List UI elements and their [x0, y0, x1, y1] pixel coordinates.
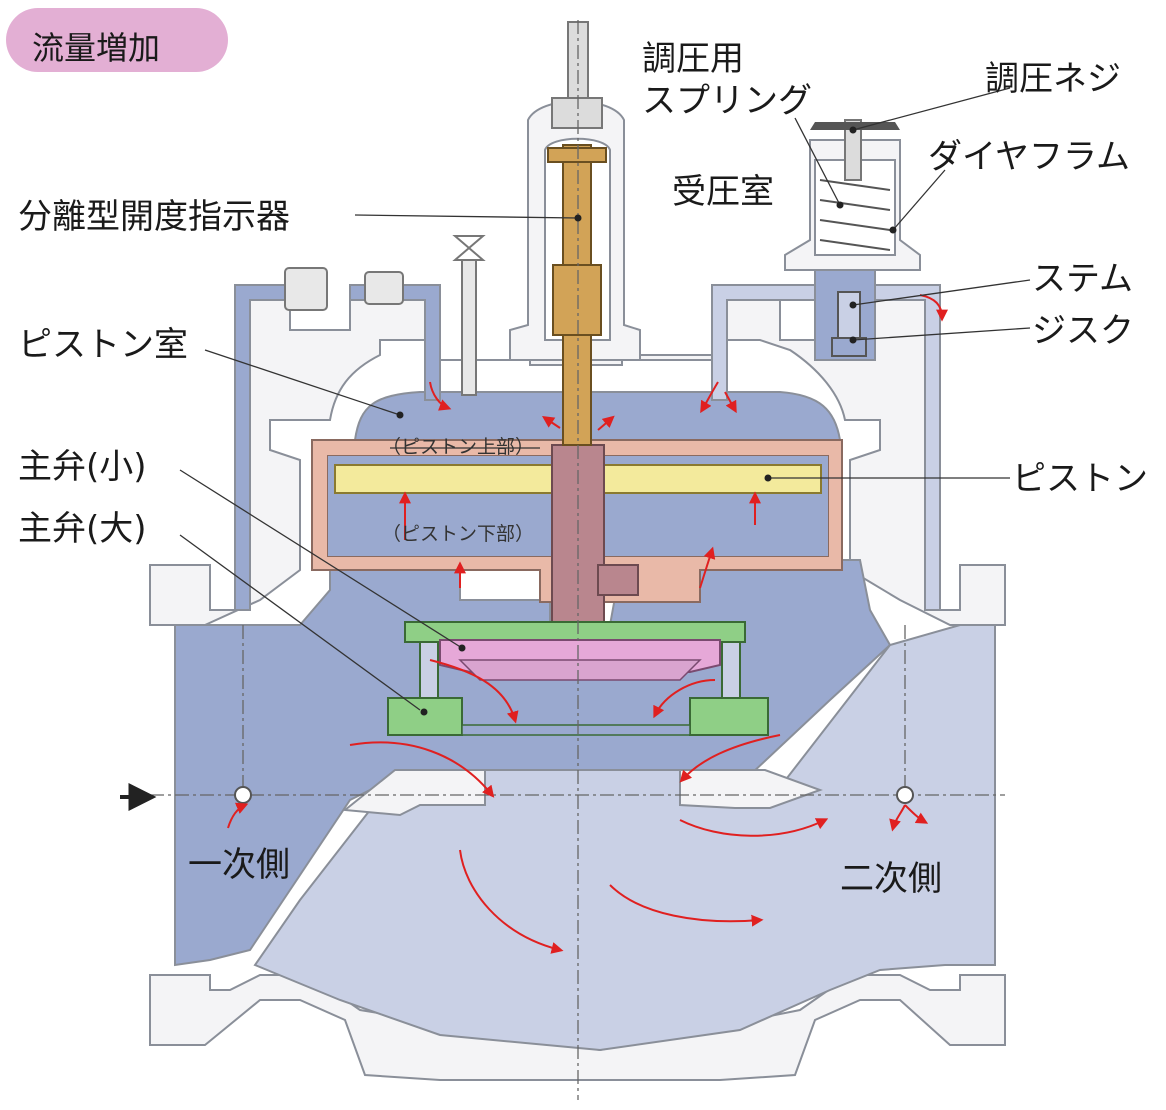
label-piston-upper: （ピストン上部）	[382, 436, 535, 458]
label-adjust-screw: 調圧ネジ	[985, 59, 1121, 99]
label-opening-indicator: 分離型開度指示器	[18, 197, 290, 237]
label-piston: ピストン	[1012, 459, 1148, 499]
pilot-valve	[784, 119, 921, 361]
label-disc: ジスク	[1032, 311, 1134, 351]
center-lines	[150, 20, 1005, 1100]
label-pressure-chamber: 受圧室	[672, 172, 774, 212]
label-main-valve-small: 主弁(小)	[18, 447, 147, 487]
label-stem: ステム	[1032, 259, 1133, 299]
badge-label: 流量増加	[32, 29, 161, 67]
label-piston-lower: （ピストン下部）	[382, 523, 535, 545]
leader-lines	[179, 87, 1031, 711]
label-diaphragm: ダイヤフラム	[928, 137, 1130, 177]
flow-increase-badge: 流量増加	[6, 8, 228, 72]
pilot-fittings	[284, 267, 404, 311]
label-pressure-spring-1: 調圧用	[642, 39, 744, 79]
label-piston-chamber: ピストン室	[18, 325, 188, 365]
flow-arrows	[227, 294, 948, 954]
label-pressure-spring-2: スプリング	[642, 81, 812, 121]
label-main-valve-large: 主弁(大)	[18, 509, 147, 549]
label-secondary-side: 二次側	[840, 859, 942, 899]
label-primary-side: 一次側	[188, 845, 290, 885]
needle-valve	[452, 235, 486, 396]
